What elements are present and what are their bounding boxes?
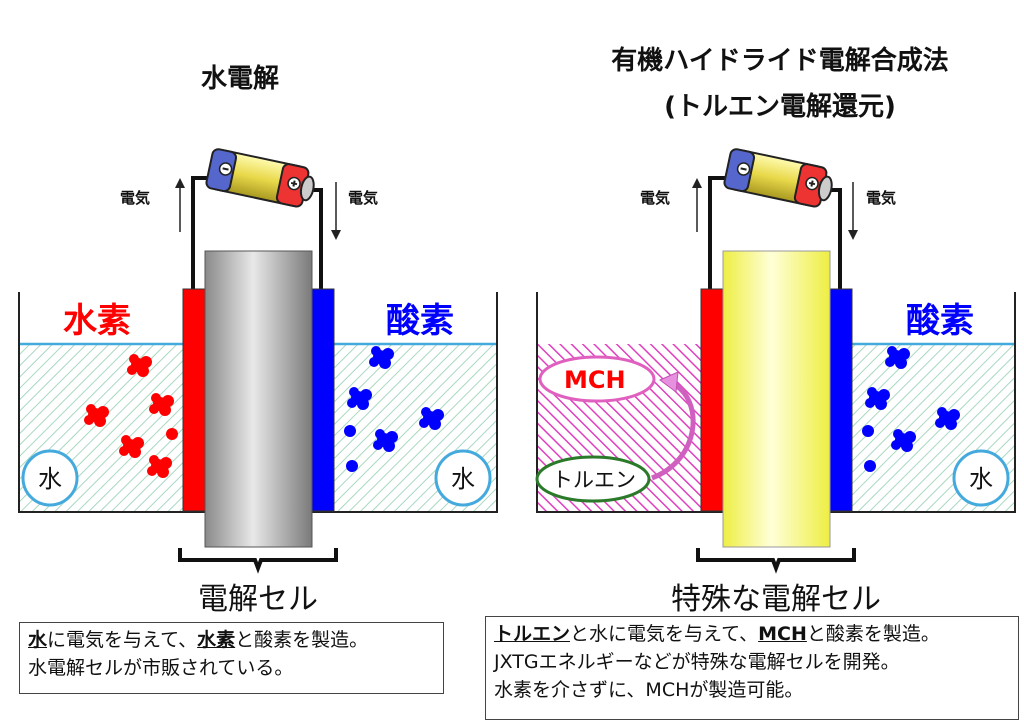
left-electricity-label-right: 電気 <box>348 189 378 207</box>
right-electricity-label-right: 電気 <box>866 189 896 207</box>
svg-text:水: 水 <box>969 465 993 493</box>
right-electricity-label-left: 電気 <box>640 189 670 207</box>
right-battery-icon <box>722 147 837 211</box>
left-wire-left <box>191 176 212 290</box>
right-oxygen-bubbles <box>862 346 960 472</box>
right-anode-blue <box>829 288 853 512</box>
right-title-line2: (トルエン電解還元) <box>664 92 896 122</box>
right-desc-line3: 水素を介さずに、MCHが製造可能。 <box>494 679 804 701</box>
right-cathode-red <box>700 288 724 512</box>
left-description-box: 水に電気を与えて、水素と酸素を製造。 水電解セルが市販されている。 <box>19 622 444 694</box>
svg-text:トルエン: トルエン <box>552 468 636 492</box>
left-water-icon-right: 水 <box>434 449 492 507</box>
left-anode-blue <box>311 288 335 512</box>
left-hydrogen-label: 水素 <box>63 301 131 341</box>
left-desc-line1: 水に電気を与えて、水素と酸素を製造。 <box>28 629 369 651</box>
right-wire-left <box>708 176 730 290</box>
left-battery-icon <box>204 147 319 211</box>
right-title-line1: 有機ハイドライド電解合成法 <box>611 46 949 76</box>
left-cathode-red <box>182 288 206 512</box>
left-title: 水電解 <box>200 64 279 94</box>
right-mch-ellipse: MCH <box>538 355 656 403</box>
svg-text:MCH: MCH <box>564 366 626 394</box>
right-description-box: トルエンと水に電気を与えて、MCHと酸素を製造。 JXTGエネルギーなどが特殊な… <box>485 616 1019 720</box>
left-desc-line2: 水電解セルが市販されている。 <box>28 657 294 679</box>
svg-text:水: 水 <box>451 465 475 493</box>
right-conversion-arrow <box>651 380 696 481</box>
left-hydrogen-bubbles <box>84 354 178 478</box>
left-cell-label: 電解セル <box>198 582 318 617</box>
right-toluene-ellipse: トルエン <box>535 455 651 503</box>
right-cell-brace <box>696 548 856 574</box>
right-desc-line1: トルエンと水に電気を与えて、MCHと酸素を製造。 <box>494 623 940 645</box>
right-membrane <box>722 250 831 548</box>
right-cell-label: 特殊な電解セル <box>671 582 881 617</box>
right-desc-line2: JXTGエネルギーなどが特殊な電解セルを開発。 <box>494 651 900 673</box>
left-water-icon-left: 水 <box>21 449 79 507</box>
right-water-icon: 水 <box>952 449 1010 507</box>
left-oxygen-label: 酸素 <box>386 301 454 341</box>
left-membrane <box>204 250 313 548</box>
svg-text:水: 水 <box>38 465 62 493</box>
left-oxygen-bubbles <box>344 346 444 472</box>
left-cell-brace <box>178 548 338 574</box>
left-electricity-label-left: 電気 <box>120 189 150 207</box>
right-oxygen-label: 酸素 <box>906 301 974 341</box>
